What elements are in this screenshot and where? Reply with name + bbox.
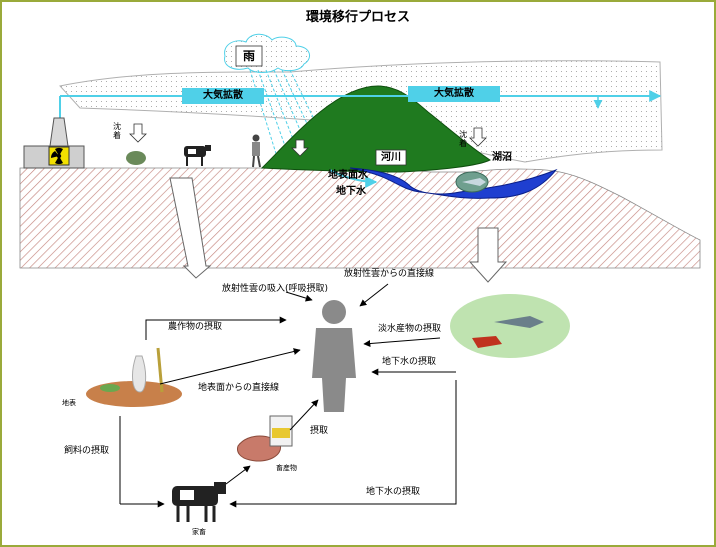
freshwater-intake-label: 淡水産物の摂取	[378, 324, 442, 334]
inhalation-label: 放射性雲の吸入(呼吸摂取)	[222, 284, 329, 294]
fish-icon	[494, 316, 544, 328]
atmos-diffusion-label-1: 大気拡散	[203, 90, 243, 101]
grain-icon	[156, 347, 164, 393]
deposition-label-1: 沈着	[113, 122, 121, 140]
transfer-arrow-right	[468, 227, 508, 283]
page-title: 環境移行プロセス	[305, 10, 410, 25]
surface-water-label: 地表面水	[328, 170, 368, 181]
direct-from-cloud-label: 放射性雲からの直接線	[344, 269, 435, 279]
groundwater-label: 地下水	[336, 186, 366, 197]
shrub-icon	[126, 151, 146, 165]
lake-label: 湖沼	[492, 152, 512, 163]
cow-icon-bottom	[172, 482, 226, 522]
cow-icon-top	[184, 145, 211, 166]
mountain	[260, 85, 491, 173]
pathway-arrows	[119, 283, 457, 508]
ground-cross-section	[19, 166, 701, 269]
rain-label-box	[235, 45, 263, 67]
livestock-label: 家畜	[192, 528, 206, 536]
freshwater-habitat	[450, 294, 570, 358]
ingestion-label: 摂取	[310, 426, 329, 436]
river-label-box	[375, 149, 407, 166]
groundwater-intake-label-2: 地下水の摂取	[366, 487, 421, 497]
atmos-diffusion-label-2: 大気拡散	[434, 88, 474, 99]
river-label: 河川	[381, 152, 401, 163]
atmos-diffusion-box-1	[182, 88, 264, 104]
facility-chimney	[49, 117, 69, 147]
ground-surface-label: 地表	[62, 399, 76, 407]
crop-intake-label: 農作物の摂取	[168, 322, 223, 332]
river-and-lake	[349, 167, 558, 199]
crayfish-icon	[472, 336, 502, 348]
deposition-arrow-1	[129, 123, 147, 143]
human-receptor	[312, 300, 356, 412]
deposition-arrow-2	[469, 127, 487, 147]
feed-intake-label: 飼料の摂取	[64, 446, 110, 456]
person-icon-top	[252, 134, 261, 168]
atmos-diffusion-box-2	[408, 86, 500, 102]
deposition-label-2: 沈着	[459, 130, 467, 148]
livestock-products-label: 畜産物	[276, 464, 297, 472]
lake-fish-shape	[462, 178, 486, 186]
groundwater-intake-label-1: 地下水の摂取	[382, 357, 437, 367]
direct-from-surface-label: 地表面からの直接線	[198, 383, 280, 393]
rain-label: 雨	[242, 49, 255, 63]
deposition-arrow-mountain	[291, 139, 309, 157]
transfer-arrow-left	[169, 177, 212, 279]
groundwater-flow-arrow	[329, 169, 378, 188]
radish-icon	[132, 355, 147, 393]
